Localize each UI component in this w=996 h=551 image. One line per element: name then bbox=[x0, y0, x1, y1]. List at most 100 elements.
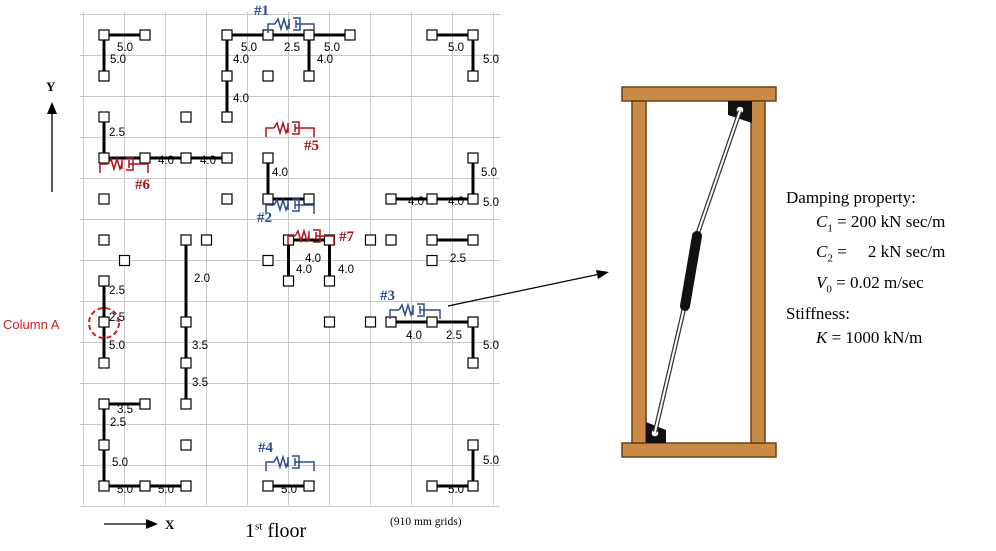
y-axis-arrowhead bbox=[47, 102, 57, 114]
column-node bbox=[139, 480, 151, 492]
column-node bbox=[262, 480, 274, 492]
floor-title: 1st floor bbox=[245, 520, 307, 542]
frame-top-beam bbox=[621, 86, 777, 102]
brace-rod-upper-core bbox=[693, 110, 741, 245]
wall-length-label: 3.5 bbox=[192, 377, 208, 389]
column-node bbox=[262, 254, 274, 267]
damper-cylinder bbox=[680, 231, 702, 311]
wall-length-label: 5.0 bbox=[324, 42, 340, 54]
column-node bbox=[200, 234, 213, 246]
wall-length-label: 2.5 bbox=[109, 312, 125, 324]
column-node bbox=[385, 234, 397, 246]
stiffness-title: Stiffness: bbox=[786, 304, 850, 324]
column-node bbox=[221, 111, 233, 123]
damper-labels: #1#2#3#4#5#6#7 bbox=[135, 3, 395, 456]
damping-title: Damping property: bbox=[786, 188, 916, 207]
damper-symbol-3 bbox=[389, 302, 441, 319]
column-a-label: Column A bbox=[3, 317, 60, 332]
wall-length-label: 4.0 bbox=[233, 54, 249, 66]
column-node bbox=[98, 234, 110, 246]
damper-label-3: #3 bbox=[380, 288, 395, 304]
column-node bbox=[139, 29, 151, 41]
wall-length-label: 4.0 bbox=[317, 54, 333, 66]
column-node bbox=[426, 29, 438, 41]
wall-length-label: 5.0 bbox=[109, 340, 125, 352]
timber-frame-illustration bbox=[621, 86, 777, 458]
x-axis-label: X bbox=[165, 517, 175, 532]
wall-length-label: 5.0 bbox=[110, 54, 126, 66]
wall-length-label: 2.5 bbox=[450, 253, 466, 265]
column-node bbox=[221, 29, 233, 41]
column-node bbox=[98, 193, 110, 205]
wall-length-label: 5.0 bbox=[483, 54, 499, 66]
column-nodes bbox=[98, 29, 479, 492]
column-node bbox=[467, 480, 479, 492]
wall-length-label: 3.5 bbox=[192, 340, 208, 352]
wall-length-label: 5.0 bbox=[117, 42, 133, 54]
column-node bbox=[180, 480, 192, 492]
column-node bbox=[426, 316, 438, 328]
column-node bbox=[303, 480, 315, 492]
column-node bbox=[139, 152, 151, 164]
wall-length-label: 5.0 bbox=[112, 457, 128, 469]
column-node bbox=[385, 193, 397, 205]
damper-label-5: #5 bbox=[304, 138, 319, 154]
pointer-arrow bbox=[447, 273, 601, 307]
wall-length-label: 4.0 bbox=[233, 93, 249, 105]
column-node bbox=[118, 254, 131, 267]
pointer-arrowhead bbox=[596, 270, 609, 279]
wall-length-label: 2.5 bbox=[109, 285, 125, 297]
damper-symbol-4 bbox=[265, 454, 315, 471]
wall-length-label: 5.0 bbox=[483, 455, 499, 467]
column-node bbox=[303, 193, 315, 205]
wall-length-label: 5.0 bbox=[481, 167, 497, 179]
wall-length-label: 4.0 bbox=[408, 196, 424, 208]
column-node bbox=[323, 275, 336, 287]
column-node bbox=[180, 111, 192, 123]
wall-length-label: 5.0 bbox=[448, 484, 464, 496]
column-node bbox=[426, 234, 438, 246]
brace-rod-lower-core bbox=[654, 299, 687, 433]
wall-length-label: 4.0 bbox=[448, 196, 464, 208]
damper-properties: Damping property: C1 = 200 kN sec/m C2 =… bbox=[786, 186, 945, 349]
column-node bbox=[467, 70, 479, 82]
column-node bbox=[364, 234, 377, 246]
damper-label-4: #4 bbox=[258, 440, 274, 456]
damper-symbol-1 bbox=[267, 16, 315, 33]
wall-length-label: 4.0 bbox=[305, 253, 321, 265]
column-node bbox=[221, 152, 233, 164]
wall-length-label: 4.0 bbox=[158, 155, 174, 167]
damper-label-6: #6 bbox=[135, 177, 151, 193]
wall-length-label: 4.0 bbox=[338, 264, 354, 276]
column-node bbox=[385, 316, 397, 328]
frame-bottom-beam bbox=[621, 442, 777, 458]
column-node bbox=[467, 29, 479, 41]
column-node bbox=[98, 29, 110, 41]
frame-right-post bbox=[750, 100, 766, 444]
grid-note: (910 mm grids) bbox=[390, 516, 462, 528]
wall-length-label: 4.0 bbox=[296, 264, 312, 276]
damper-label-7: #7 bbox=[339, 229, 355, 245]
column-node bbox=[262, 193, 274, 205]
k-line: K = 1000 kN/m bbox=[816, 327, 923, 347]
damper-symbol-5 bbox=[265, 120, 315, 137]
wall-length-label: 5.0 bbox=[158, 484, 174, 496]
column-node bbox=[467, 152, 479, 164]
column-node bbox=[426, 480, 438, 492]
column-node bbox=[180, 439, 192, 451]
column-node bbox=[467, 234, 479, 246]
wall-length-label: 3.5 bbox=[117, 404, 133, 416]
column-node bbox=[98, 480, 110, 492]
column-node bbox=[180, 357, 192, 369]
column-node bbox=[426, 254, 438, 267]
damper-label-1: #1 bbox=[254, 3, 269, 19]
column-node bbox=[98, 316, 110, 328]
wall-length-label: 4.0 bbox=[406, 330, 422, 342]
column-node bbox=[221, 193, 233, 205]
column-node bbox=[426, 193, 438, 205]
wall-length-label: 5.0 bbox=[483, 340, 499, 352]
column-node bbox=[180, 152, 192, 164]
column-node bbox=[262, 70, 274, 82]
column-node bbox=[180, 398, 192, 410]
